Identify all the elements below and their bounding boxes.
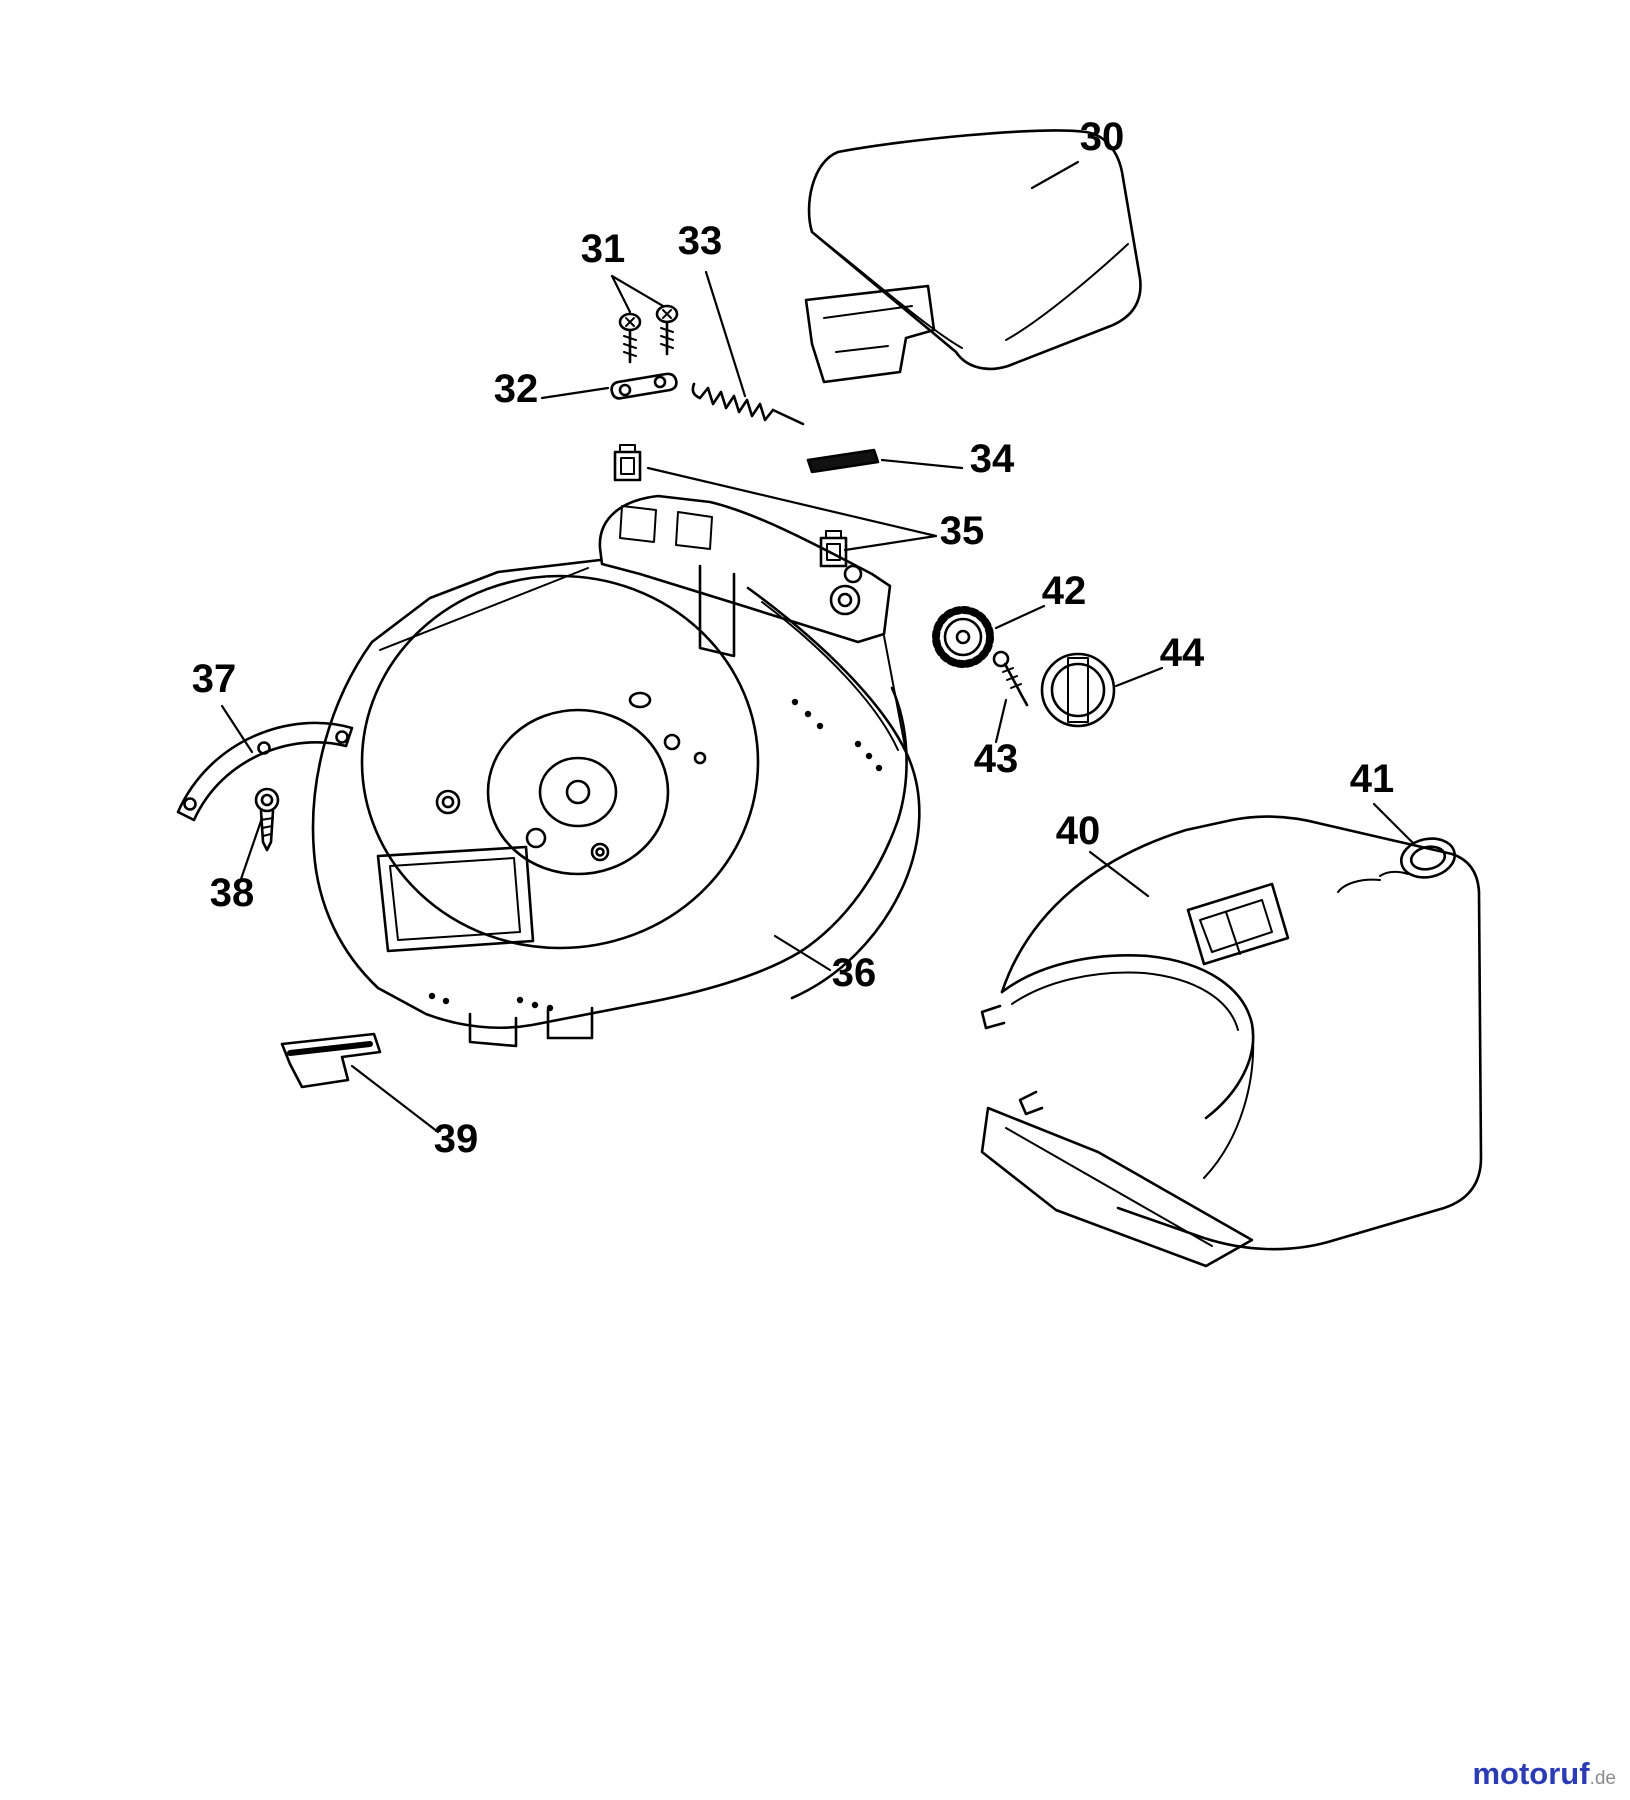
watermark-suffix-text: .de — [1590, 1768, 1616, 1789]
part-label-43: 43 — [974, 737, 1019, 781]
part-43-screw — [992, 650, 1029, 707]
part-32-plate — [610, 372, 678, 400]
part-label-40: 40 — [1056, 809, 1101, 853]
part-42-gear — [932, 606, 994, 668]
part-37-curved-strip — [176, 721, 354, 822]
part-label-36: 36 — [832, 951, 877, 995]
part-35-clips — [613, 444, 848, 568]
part-label-33: 33 — [678, 219, 723, 263]
part-label-39: 39 — [434, 1117, 479, 1161]
part-label-37: 37 — [192, 657, 237, 701]
brand-watermark: motoruf.de — [1472, 1756, 1616, 1791]
part-label-41: 41 — [1350, 757, 1395, 801]
part-label-35: 35 — [940, 509, 985, 553]
part-34-strip — [806, 448, 880, 474]
part-label-31: 31 — [581, 227, 626, 271]
part-40-grass-catcher — [980, 815, 1483, 1268]
part-44-knob — [1040, 652, 1116, 728]
part-39-front-strip — [280, 1032, 382, 1089]
part-label-42: 42 — [1042, 569, 1087, 613]
part-30-discharge-flap — [804, 129, 1142, 384]
leader-lines — [220, 160, 1416, 1134]
part-label-38: 38 — [210, 871, 255, 915]
part-33-spring — [691, 382, 805, 426]
part-label-30: 30 — [1080, 115, 1125, 159]
watermark-brand-text: motoruf — [1472, 1756, 1590, 1791]
part-label-44: 44 — [1160, 631, 1205, 675]
part-36-mower-deck — [311, 494, 921, 1048]
part-31-screws — [618, 304, 679, 364]
part-label-32: 32 — [494, 367, 539, 411]
part-41-cap — [1399, 837, 1457, 879]
part-38-screw — [254, 787, 280, 852]
part-label-34: 34 — [970, 437, 1015, 481]
